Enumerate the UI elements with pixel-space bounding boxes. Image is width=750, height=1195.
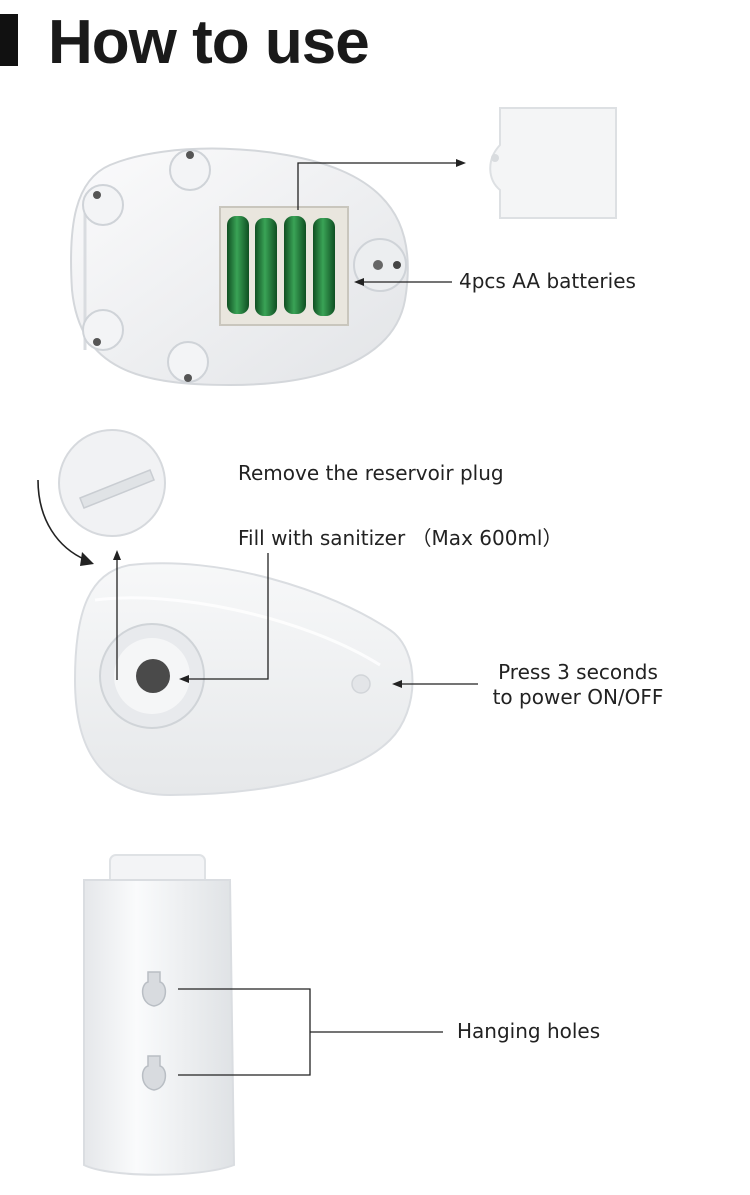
rotate-arrowhead-icon: [80, 552, 94, 566]
rotate-arrow-icon: [37, 479, 87, 561]
reservoir-opening: [136, 659, 170, 693]
press-label-line2: to power ON/OFF: [492, 685, 664, 709]
battery-arrow-icon: [354, 278, 364, 286]
page-title: How to use: [48, 8, 370, 77]
dispenser-top-device: [73, 562, 414, 797]
battery-1: [227, 216, 249, 314]
cover-arrow-icon: [456, 159, 466, 167]
battery-cover: [489, 107, 617, 219]
fill-arrow-icon: [179, 675, 189, 683]
fill-leader-line: [185, 553, 269, 680]
battery-compartment-device: [69, 147, 409, 387]
power-button: [351, 674, 371, 694]
remove-plug-label: Remove the reservoir plug: [238, 461, 504, 485]
hanging-hole-top: [141, 971, 167, 1007]
battery-4: [313, 218, 335, 316]
batteries-label: 4pcs AA batteries: [459, 269, 636, 293]
reservoir-plug: [58, 429, 166, 537]
hanging-hole-bottom: [141, 1055, 167, 1091]
dispenser-back-device: [83, 854, 236, 1176]
battery-2: [255, 218, 277, 316]
hanging-holes-label: Hanging holes: [457, 1019, 601, 1043]
fill-label: Fill with sanitizer （Max 600ml）: [238, 526, 563, 550]
plug-arrow-icon: [113, 550, 121, 560]
cover-leader-line: [297, 162, 462, 210]
press-label-line1: Press 3 seconds: [498, 660, 658, 684]
title-accent-bar: [0, 14, 18, 66]
power-arrow-icon: [392, 680, 402, 688]
battery-3: [284, 216, 306, 314]
